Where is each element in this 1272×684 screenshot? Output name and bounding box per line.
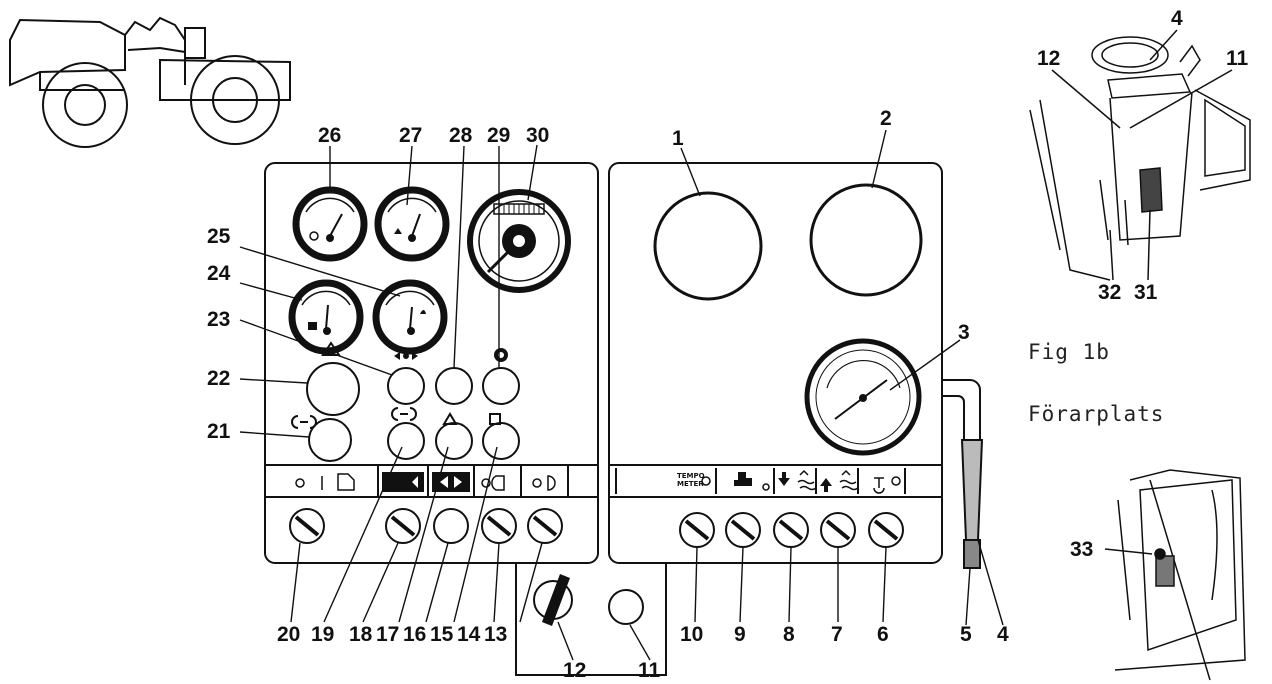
tempometer-label: TEMPO METER (677, 472, 705, 488)
operator-station-inset (1029, 29, 1251, 281)
callout-12: 12 (563, 659, 587, 682)
gauge-2 (809, 183, 923, 297)
callout-8: 8 (783, 623, 795, 646)
callout-9: 9 (734, 623, 746, 646)
callout-13: 13 (484, 623, 508, 646)
callout-28: 28 (449, 124, 473, 147)
gauge-1 (653, 191, 763, 301)
inset-callout-12: 12 (1037, 47, 1061, 70)
callout-18: 18 (349, 623, 373, 646)
callout-14: 14 (457, 623, 481, 646)
callout-19: 19 (311, 623, 335, 646)
callout-3: 3 (958, 321, 970, 344)
gauge-3 (804, 338, 922, 456)
knob-14 (481, 508, 517, 544)
gauge-26 (292, 186, 368, 262)
lamp-15 (482, 422, 520, 460)
callout-5: 5 (960, 623, 972, 646)
knob-13 (527, 508, 563, 544)
gauge-27 (374, 186, 450, 262)
callout-22: 22 (207, 367, 231, 390)
callout-4: 4 (997, 623, 1009, 646)
lamp-17 (435, 422, 473, 460)
gauge-25 (372, 279, 448, 355)
callout-17: 17 (376, 623, 400, 646)
right-panel (608, 162, 943, 564)
callout-30: 30 (526, 124, 550, 147)
figure-caption: Fig 1b (1028, 340, 1110, 364)
lamp-19 (387, 422, 425, 460)
callout-24: 24 (207, 262, 231, 285)
knob-10 (679, 512, 715, 548)
callout-31: 31 (1134, 281, 1158, 304)
lamp-28 (435, 367, 473, 405)
callout-1: 1 (672, 127, 684, 150)
callout-26: 26 (318, 124, 342, 147)
callout-27: 27 (399, 124, 423, 147)
steering-column (942, 379, 984, 569)
callout-15: 15 (430, 623, 454, 646)
callout-25: 25 (207, 225, 231, 248)
lamp-29 (482, 367, 520, 405)
callout-29: 29 (487, 124, 511, 147)
callout-23: 23 (207, 308, 231, 331)
inset-callout-11: 11 (1226, 47, 1249, 70)
ignition-subpanel (515, 563, 667, 676)
lamp-21 (308, 418, 352, 462)
button-11 (608, 589, 644, 625)
left-panel (264, 162, 599, 564)
tachometer-30 (467, 189, 571, 293)
callout-6: 6 (877, 623, 889, 646)
callout-32: 32 (1098, 281, 1122, 304)
callout-33: 33 (1070, 538, 1094, 561)
door-inset (1104, 469, 1246, 681)
inset-callout-4: 4 (1171, 7, 1183, 30)
callout-10: 10 (680, 623, 704, 646)
callout-2: 2 (880, 107, 892, 130)
button-16 (433, 508, 469, 544)
callout-16: 16 (403, 623, 427, 646)
callout-20: 20 (277, 623, 301, 646)
lamp-23 (387, 367, 425, 405)
knob-6 (868, 512, 904, 548)
lamp-22 (306, 362, 360, 416)
knob-7 (820, 512, 856, 548)
knob-9 (725, 512, 761, 548)
ignition-key (542, 574, 570, 626)
roller-vehicle-illustration (9, 16, 291, 148)
knob-8 (773, 512, 809, 548)
callout-21: 21 (207, 420, 231, 443)
gauge-24 (288, 279, 364, 355)
callout-11: 11 (638, 659, 661, 682)
knob-20 (289, 508, 325, 544)
callout-7: 7 (831, 623, 843, 646)
knob-18 (385, 508, 421, 544)
operator-station-caption: Förarplats (1028, 402, 1165, 426)
